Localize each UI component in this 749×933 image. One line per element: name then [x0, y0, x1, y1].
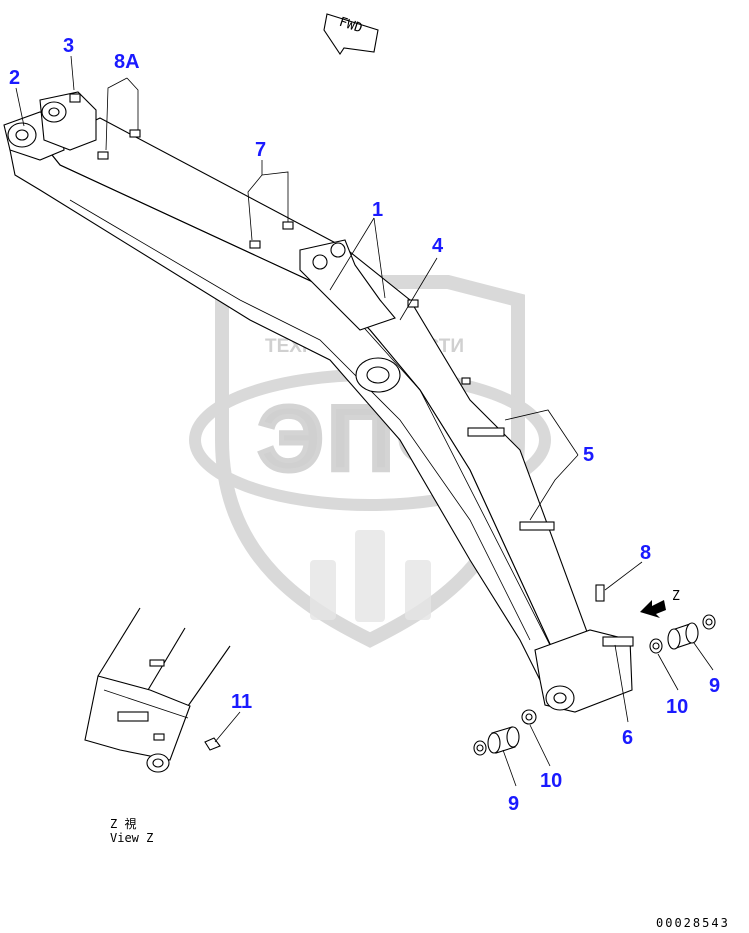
bushings-and-washers [473, 614, 716, 756]
view-z-label: Z [672, 589, 680, 604]
callout-6: 6 [622, 727, 633, 749]
callout-1: 1 [372, 199, 383, 221]
callout-7: 7 [255, 139, 266, 161]
fwd-label: FWD [337, 15, 364, 37]
arm-assembly [3, 91, 634, 713]
watermark-wheat-icon [310, 530, 431, 622]
callout-4: 4 [432, 235, 444, 257]
callout-10-left: 10 [540, 770, 562, 792]
view-z-arrow: Z [640, 589, 680, 618]
inset-caption-jp: Z 視 [110, 816, 136, 831]
callout-11: 11 [231, 691, 252, 713]
drawing-number: 00028543 [656, 916, 730, 930]
callout-8: 8 [640, 542, 651, 564]
inset-caption-en: View Z [110, 831, 153, 845]
callouts: 1 2 3 4 5 6 7 8 8A 9 9 10 10 11 [9, 35, 720, 815]
leader-lines [15, 55, 714, 787]
callout-5: 5 [583, 444, 594, 466]
view-z-inset: Z 視 View Z [84, 607, 231, 845]
callout-10-right: 10 [666, 696, 688, 718]
callout-2: 2 [9, 67, 20, 89]
fwd-direction-marker: FWD [323, 13, 379, 55]
callout-3: 3 [63, 35, 74, 57]
callout-8a: 8A [114, 51, 140, 73]
callout-9-right: 9 [709, 675, 720, 697]
callout-9-left: 9 [508, 793, 519, 815]
